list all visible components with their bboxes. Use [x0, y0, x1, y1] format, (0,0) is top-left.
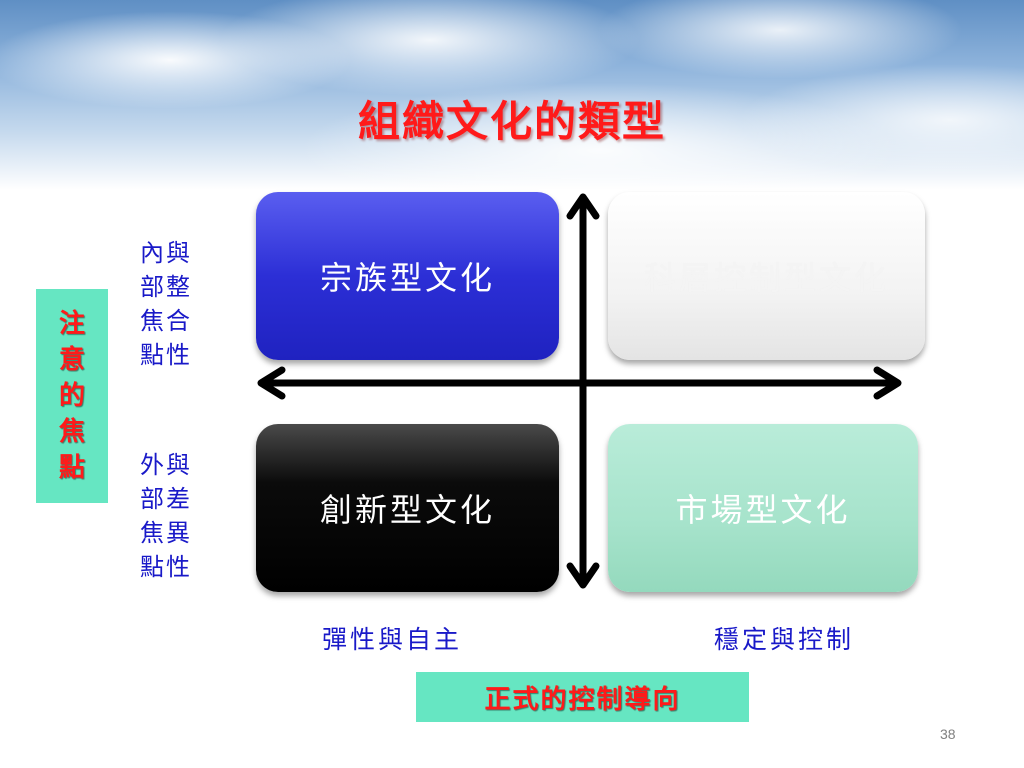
- up-arrowhead: [566, 193, 600, 220]
- internal-focus-line: 內與: [140, 239, 192, 267]
- focus-label-box: 注 意 的 焦 點: [36, 289, 108, 503]
- hierarchy-culture-label: 科層控制型文化: [643, 259, 889, 297]
- focus-label-char: 注: [58, 309, 85, 339]
- internal-focus-line: 焦合: [140, 307, 192, 335]
- left-arrowhead: [257, 366, 286, 400]
- external-focus-line: 點性: [140, 553, 192, 581]
- innovation-culture-label: 創新型文化: [319, 491, 495, 529]
- right-arrowhead: [873, 366, 902, 400]
- focus-label-char: 意: [58, 345, 85, 375]
- external-focus-label: 外與 部差 焦異 點性: [140, 448, 212, 584]
- hierarchy-culture-quadrant: 科層控制型文化: [608, 192, 925, 360]
- control-orientation-box: 正式的控制導向: [416, 672, 749, 722]
- focus-label-char: 焦: [58, 417, 85, 447]
- down-arrowhead: [566, 562, 600, 589]
- control-orientation-label: 正式的控制導向: [484, 684, 681, 715]
- slide-title: 組織文化的類型: [357, 97, 666, 146]
- market-culture-quadrant: 市場型文化: [608, 424, 918, 592]
- focus-label-char: 的: [58, 381, 85, 411]
- market-culture-label: 市場型文化: [675, 491, 851, 529]
- clan-culture-quadrant: 宗族型文化: [256, 192, 559, 360]
- external-focus-line: 焦異: [140, 519, 192, 547]
- flexibility-label: 彈性與自主: [322, 625, 463, 654]
- external-focus-line: 外與: [140, 451, 192, 479]
- internal-focus-label: 內與 部整 焦合 點性: [140, 236, 212, 372]
- page-number: 38: [940, 726, 956, 742]
- stability-label: 穩定與控制: [714, 625, 855, 654]
- innovation-culture-quadrant: 創新型文化: [256, 424, 559, 592]
- internal-focus-line: 點性: [140, 341, 192, 369]
- focus-label-char: 點: [58, 453, 85, 483]
- internal-focus-line: 部整: [140, 273, 192, 301]
- external-focus-line: 部差: [140, 485, 192, 513]
- clan-culture-label: 宗族型文化: [319, 259, 495, 297]
- sky-banner: [0, 0, 1024, 190]
